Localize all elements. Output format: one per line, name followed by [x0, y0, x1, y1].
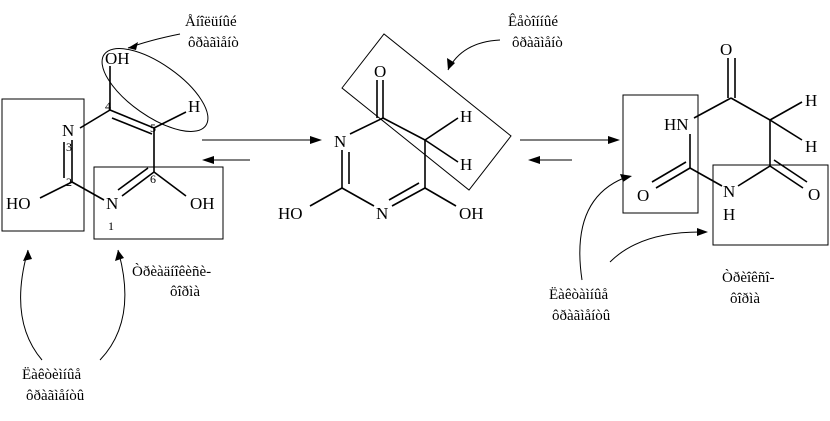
atom-n1: N [106, 194, 118, 213]
trioxo-form-structure: O HN H H O N H O [622, 40, 829, 246]
bond-c6-oh [424, 187, 457, 207]
lactam-fragment-box-right [712, 164, 829, 246]
bond-c4-c5 [382, 117, 426, 141]
atom-ho-left: HO [6, 194, 31, 213]
bond-c6-n1 [391, 187, 426, 207]
lactim-arrow-right-head [115, 250, 124, 261]
enol-fragment-ellipse [101, 48, 209, 132]
lactim-arrow-left-head [23, 250, 32, 261]
bond-c4-n3 [693, 97, 732, 119]
ring-number-1: 1 [108, 219, 114, 233]
atom-o-right: O [808, 185, 820, 204]
bond-n3-c4 [79, 109, 111, 129]
atom-h-c5: H [188, 97, 200, 116]
bond-c2-o [655, 167, 691, 189]
atom-h-bottom-trioxo: H [805, 137, 817, 156]
equilibrium-arrow-forward-1-head [310, 136, 322, 144]
bond-c2-oh [39, 181, 73, 199]
atom-n1-keto: N [376, 204, 388, 223]
bond-c4-c5 [730, 97, 771, 121]
keto-form-structure: O N H H N HO OH [278, 33, 512, 223]
atom-oh-right: OH [190, 194, 215, 213]
atom-h-top-trioxo: H [805, 91, 817, 110]
atom-o-top: O [720, 40, 732, 59]
atom-oh-top: OH [105, 49, 130, 68]
lactam-arrow-right-head [697, 228, 708, 236]
bond-c4-c5 [109, 109, 155, 129]
bond-c6-n1-double [388, 182, 420, 201]
lactim-arrow-right [99, 249, 126, 361]
keto-fragment-box [341, 33, 512, 191]
ring-number-4: 4 [105, 99, 111, 113]
bond-c2-o-double [651, 161, 687, 183]
ring-number-2: 2 [66, 175, 72, 189]
atom-o-keto: O [374, 62, 386, 81]
trihydroxy-form-structure: OH H N N OH HO 1 2 3 4 5 6 [1, 48, 224, 240]
atom-o-left: O [637, 186, 649, 205]
enol-fragment-caption-line1: Åíîëüíûé [185, 14, 237, 30]
ring-number-5: 5 [150, 121, 156, 135]
atom-h-top: H [460, 107, 472, 126]
bond-c6-o-double [773, 159, 808, 183]
bond-c5-h-top [424, 117, 459, 141]
lactim-caption-line1: Ëàêòèìíûå [22, 366, 81, 383]
equilibrium-arrow-back-2-head [528, 156, 540, 164]
keto-fragment-caption-line2: ôðàãìåíò [512, 35, 563, 51]
bond-n1-c2 [689, 167, 723, 187]
bond-c5-h-bottom [769, 119, 803, 141]
bond-c6-o [769, 165, 804, 189]
keto-fragment-caption-line1: Êåòîííûé [508, 13, 558, 30]
lactim-arrow-left [20, 249, 43, 361]
atom-n1-trioxo: N [723, 182, 735, 201]
atom-ho-keto: HO [278, 204, 303, 223]
lactam-arrow-left-head [620, 174, 632, 182]
bond-c6-n1-double [117, 167, 149, 191]
bond-c6-oh [153, 171, 187, 197]
enol-fragment-caption-line2: ôðàãìåíò [188, 35, 239, 51]
trioxo-form-caption-line1: Òðèîêñî- [722, 269, 774, 286]
ring-number-3: 3 [66, 140, 72, 154]
equilibrium-arrow-forward-2-head [608, 136, 620, 144]
lactim-fragment-box-right [93, 166, 224, 240]
bond-c6-n1 [121, 171, 155, 197]
bond-c2-oh [309, 187, 343, 207]
atom-n3: N [62, 121, 74, 140]
trioxo-form-caption-line2: ôîðìà [730, 291, 760, 307]
bond-c4-n3 [349, 117, 384, 135]
lactim-caption-line2: ôðàãìåíòû [26, 388, 85, 404]
bond-c5-h-bottom [424, 139, 459, 163]
lactam-fragment-box-left [622, 94, 699, 214]
lactam-caption-line1: Ëàêòàìíûå [549, 286, 608, 303]
keto-caption-arrow-head [447, 58, 455, 70]
triad-form-caption-line2: ôîðìà [170, 284, 200, 300]
bond-n1-c2 [71, 181, 105, 201]
ring-number-6: 6 [150, 172, 156, 186]
bond-c5-h [153, 111, 187, 129]
equilibrium-arrow-back-1-head [202, 156, 214, 164]
keto-caption-arrow [447, 39, 501, 71]
bond-c6-n1 [737, 165, 771, 187]
lactim-fragment-box-left [1, 98, 85, 232]
lactam-arrow-left [579, 177, 625, 281]
atom-h-bottom: H [460, 155, 472, 174]
triad-form-caption-line1: Òðèàäíîêèñè- [132, 263, 211, 280]
lactam-arrow-right [609, 231, 701, 263]
atom-hn-3: HN [664, 115, 689, 134]
atom-oh-keto: OH [459, 204, 484, 223]
lactam-caption-line2: ôðàãìåíòû [552, 308, 611, 324]
atom-n3-keto: N [334, 132, 346, 151]
atom-h-n1: H [723, 205, 735, 224]
bond-c5-h-top [769, 101, 803, 121]
bond-c4-c5-double [111, 117, 153, 135]
bond-n1-c2 [341, 187, 375, 207]
enol-caption-arrow-head [128, 42, 138, 50]
